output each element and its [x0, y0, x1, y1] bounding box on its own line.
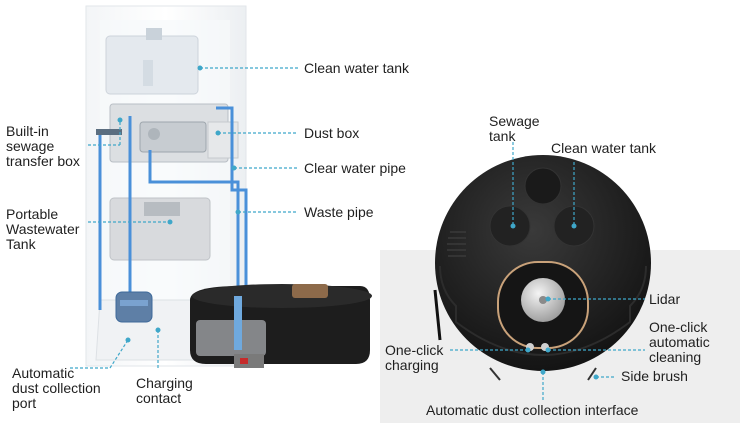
label-portable-wastewater-tank: Portable Wastewater Tank	[6, 206, 80, 252]
label-side-brush: Side brush	[621, 368, 688, 384]
label-sewage-tank: Sewage tank	[489, 113, 540, 144]
robot-top-view	[433, 155, 651, 381]
dust-port-part	[115, 291, 153, 323]
wastewater-tank-part	[109, 197, 211, 261]
label-automatic-dust-collection-port: Automatic dust collection port	[12, 365, 101, 411]
label-clean-water-tank-station: Clean water tank	[304, 60, 410, 76]
label-clear-water-pipe: Clear water pipe	[304, 160, 406, 176]
label-clean-water-tank-robot: Clean water tank	[551, 140, 657, 156]
label-charging-contact: Charging contact	[136, 375, 193, 406]
label-built-in-sewage-transfer-box: Built-in sewage transfer box	[6, 123, 80, 169]
leader-dots	[117, 65, 599, 380]
label-lidar: Lidar	[649, 291, 681, 307]
label-one-click-automatic-cleaning: One-click automatic cleaning	[649, 319, 710, 365]
label-one-click-charging: One-click charging	[385, 342, 444, 373]
leader-lines	[70, 67, 645, 400]
label-waste-pipe: Waste pipe	[304, 204, 374, 220]
robot-side-view	[190, 284, 372, 368]
label-dust-box: Dust box	[304, 125, 360, 141]
label-automatic-dust-collection-interface: Automatic dust collection interface	[426, 402, 639, 418]
